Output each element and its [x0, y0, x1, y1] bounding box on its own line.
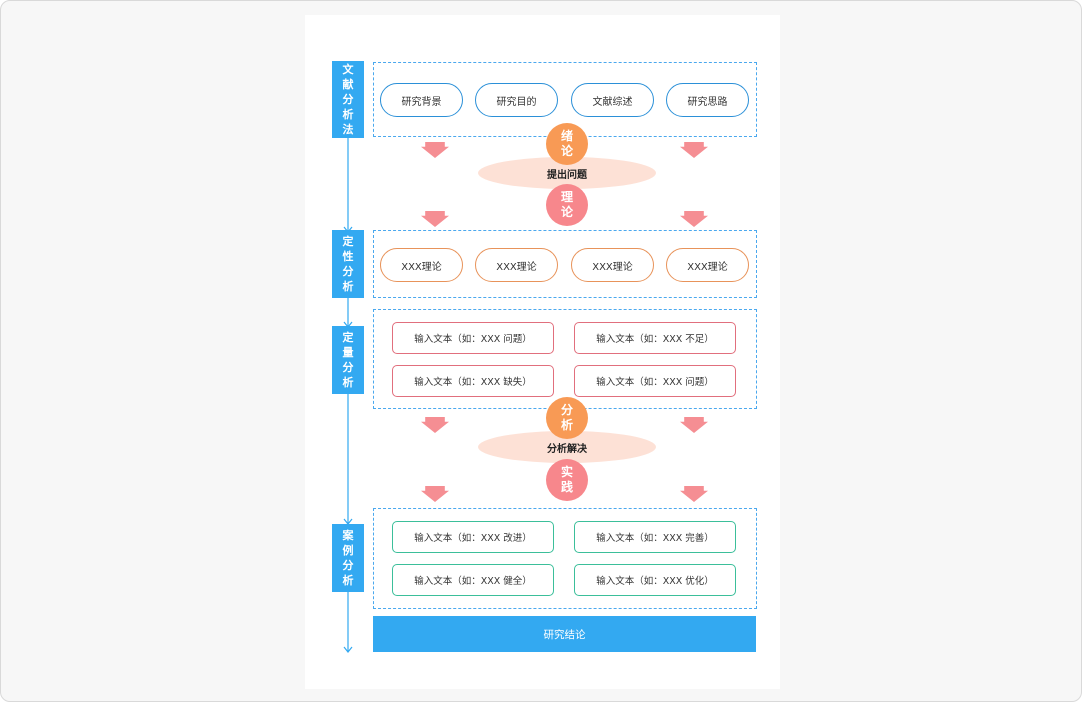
flow-arrow: [680, 211, 708, 227]
pill-research-purpose: 研究目的: [475, 83, 558, 117]
case-box-3: 输入文本（如：XXX 健全）: [392, 564, 554, 596]
case-group: [373, 508, 757, 609]
quant-box-4: 输入文本（如：XXX 问题）: [574, 365, 736, 397]
flow-arrow: [421, 142, 449, 158]
diagram-canvas: 文献分析法 定性分析 定量分析 案例分析 研究背景 研究目的 文献综述 研究思路…: [305, 15, 780, 689]
pill-literature-review: 文献综述: [571, 83, 654, 117]
flow-arrow: [680, 417, 708, 433]
ellipse-problem: 提出问题: [478, 157, 656, 189]
circle-analysis: 分析: [546, 397, 588, 439]
pill-research-background: 研究背景: [380, 83, 463, 117]
flow-arrow: [421, 211, 449, 227]
case-box-2: 输入文本（如：XXX 完善）: [574, 521, 736, 553]
side-label-literature: 文献分析法: [332, 61, 364, 138]
circle-theory: 理论: [546, 184, 588, 226]
pill-theory-4: XXX理论: [666, 248, 749, 282]
timeline-arrowhead: [343, 646, 353, 653]
flow-arrow: [421, 486, 449, 502]
flow-arrow: [680, 486, 708, 502]
case-box-1: 输入文本（如：XXX 改进）: [392, 521, 554, 553]
quant-box-3: 输入文本（如：XXX 缺失）: [392, 365, 554, 397]
side-label-quantitative: 定量分析: [332, 326, 364, 394]
quant-box-2: 输入文本（如：XXX 不足）: [574, 322, 736, 354]
pill-theory-3: XXX理论: [571, 248, 654, 282]
case-box-4: 输入文本（如：XXX 优化）: [574, 564, 736, 596]
side-label-case: 案例分析: [332, 524, 364, 592]
flow-arrow: [421, 417, 449, 433]
circle-intro: 绪论: [546, 123, 588, 165]
flow-arrow: [680, 142, 708, 158]
side-label-qualitative: 定性分析: [332, 230, 364, 298]
quant-box-1: 输入文本（如：XXX 问题）: [392, 322, 554, 354]
pill-research-approach: 研究思路: [666, 83, 749, 117]
conclusion-bar: 研究结论: [373, 616, 756, 652]
qualitative-group: [373, 230, 757, 298]
circle-practice: 实践: [546, 459, 588, 501]
pill-theory-2: XXX理论: [475, 248, 558, 282]
pill-theory-1: XXX理论: [380, 248, 463, 282]
